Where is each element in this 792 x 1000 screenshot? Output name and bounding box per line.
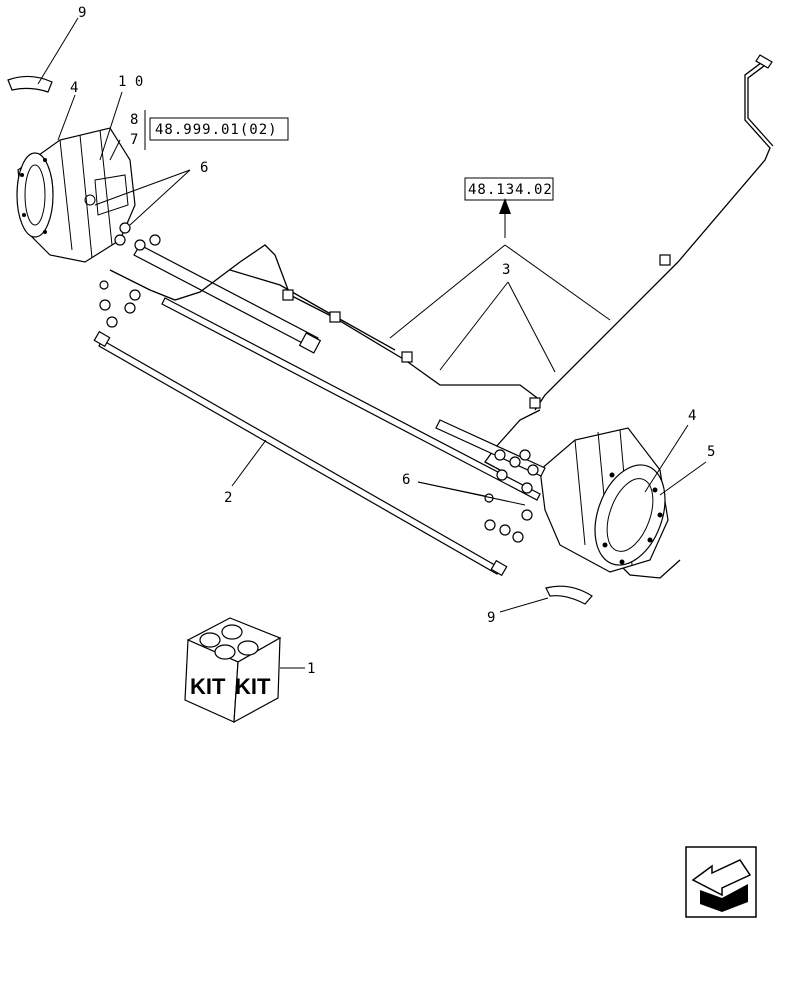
leader-lines — [37, 17, 707, 669]
reference-box-top[interactable]: 48.999.01(02) — [144, 110, 289, 150]
cross-shaft — [161, 297, 541, 501]
callout-5: 5 — [707, 444, 715, 460]
callout-4-left: 4 — [70, 80, 78, 96]
reference-box-middle[interactable]: 48.134.02 — [464, 177, 554, 201]
callout-10: 1 0 — [118, 74, 143, 90]
left-bolt-cluster — [99, 222, 161, 328]
left-hub-housing — [16, 127, 136, 263]
tie-rod — [93, 330, 508, 577]
callout-9-top: 9 — [78, 5, 86, 21]
left-brake-shoe — [7, 75, 53, 93]
callout-2: 2 — [224, 490, 232, 506]
back-arrow-icon[interactable] — [685, 846, 757, 918]
callout-6-left: 6 — [200, 160, 208, 176]
kit-box: KIT KIT — [184, 617, 282, 724]
right-brake-shoe — [545, 585, 593, 605]
callout-9-bottom: 9 — [487, 610, 495, 626]
callout-7: 7 — [130, 132, 138, 148]
callout-1: 1 — [307, 661, 315, 677]
kit-label-right: KIT — [235, 674, 271, 699]
reference-label-top: 48.999.01(02) — [155, 122, 278, 138]
callout-3: 3 — [502, 262, 510, 278]
kit-label-left: KIT — [190, 674, 226, 699]
callout-8: 8 — [130, 112, 138, 128]
reference-label-middle: 48.134.02 — [468, 182, 553, 198]
right-bolt-cluster — [484, 449, 539, 543]
left-axle-shaft — [133, 244, 322, 354]
callout-4-right: 4 — [688, 408, 696, 424]
right-hub-housing — [539, 427, 669, 573]
callout-6-middle: 6 — [402, 472, 410, 488]
